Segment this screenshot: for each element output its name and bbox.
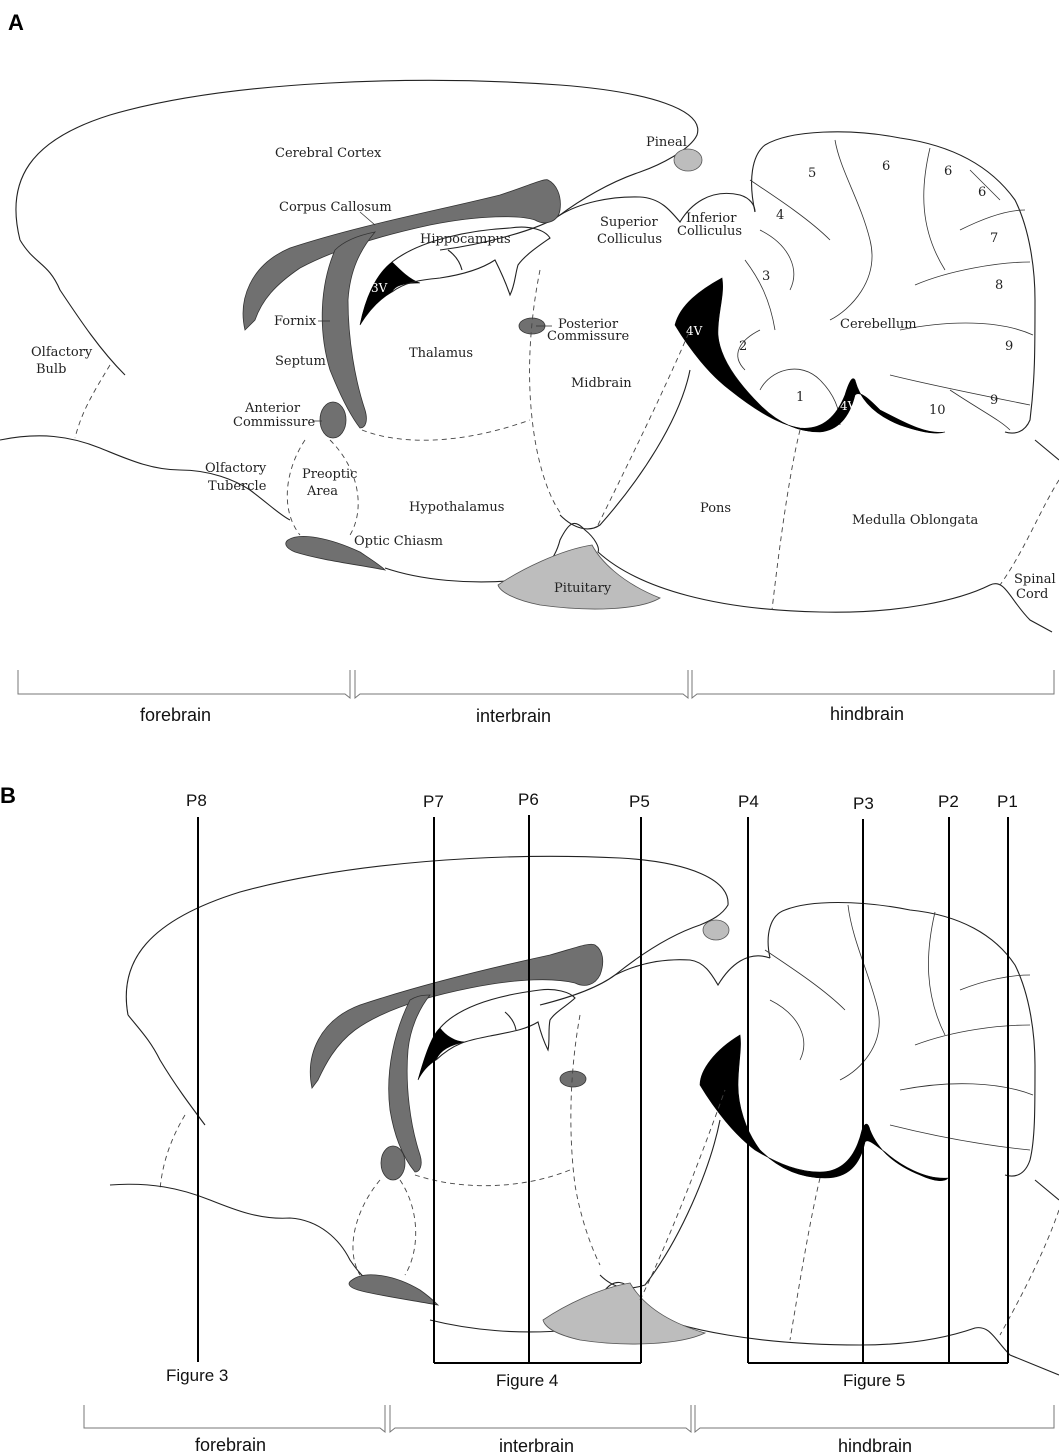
plane-label-p2: P2 (938, 792, 959, 811)
lobule-6a: 6 (882, 159, 890, 174)
region-interbrain-a: interbrain (476, 706, 551, 726)
lobule-6c: 6 (978, 185, 986, 200)
label-pineal: Pineal (646, 135, 687, 150)
plane-label-p8: P8 (186, 791, 207, 810)
label-anterior-commissure-2: Commissure (233, 415, 316, 430)
lobule-5: 5 (808, 166, 816, 181)
label-spinal-cord-2: Cord (1016, 587, 1048, 602)
lobule-3: 3 (762, 269, 770, 284)
label-inferior-colliculus-2: Colliculus (677, 224, 742, 239)
label-medulla: Medulla Oblongata (852, 513, 979, 528)
label-3v: 3V (371, 281, 388, 295)
plane-label-p4: P4 (738, 792, 759, 811)
label-olfactory-tubercle-2: Tubercle (208, 479, 267, 494)
lobule-2: 2 (739, 339, 747, 354)
label-cerebral-cortex: Cerebral Cortex (275, 146, 382, 161)
label-superior-colliculus-2: Colliculus (597, 232, 662, 247)
label-hippocampus: Hippocampus (420, 232, 511, 247)
plane-label-p6: P6 (518, 790, 539, 809)
panel-b-label: B (0, 783, 16, 808)
third-ventricle (360, 262, 420, 325)
plane-lines (198, 815, 1008, 1363)
label-fornix: Fornix (274, 314, 317, 329)
label-olfactory-bulb-1: Olfactory (31, 345, 93, 360)
ventral-outline (0, 436, 290, 520)
region-forebrain-a: forebrain (140, 705, 211, 725)
lobule-7: 7 (990, 231, 998, 246)
figure-label-4: Figure 4 (496, 1371, 558, 1390)
lobule-6b: 6 (944, 164, 952, 179)
label-4v-upper: 4V (686, 324, 703, 338)
region-hindbrain-b: hindbrain (838, 1436, 912, 1456)
panel-b-drawing (110, 856, 1059, 1375)
label-spinal-cord-1: Spinal (1014, 572, 1056, 587)
cerebellum-outline (752, 132, 1035, 433)
pineal (674, 149, 702, 171)
fourth-ventricle (675, 278, 945, 433)
label-anterior-commissure-1: Anterior (244, 401, 301, 416)
label-midbrain: Midbrain (571, 376, 632, 391)
figure-label-3: Figure 3 (166, 1366, 228, 1385)
label-hypothalamus: Hypothalamus (409, 500, 504, 515)
label-4v-lower: 4V (840, 399, 857, 413)
lobule-8: 8 (995, 278, 1003, 293)
anterior-commissure (320, 402, 346, 438)
label-optic-chiasm: Optic Chiasm (354, 534, 443, 549)
plane-label-p3: P3 (853, 794, 874, 813)
cortex-outline (16, 80, 698, 250)
panel-a-label: A (8, 10, 24, 35)
label-posterior-commissure-2: Commissure (547, 329, 630, 344)
plane-label-p1: P1 (997, 792, 1018, 811)
label-pons: Pons (700, 501, 731, 516)
label-preoptic-area-1: Preoptic (302, 467, 357, 482)
label-superior-colliculus-1: Superior (600, 215, 658, 230)
plane-label-p5: P5 (629, 792, 650, 811)
label-thalamus: Thalamus (409, 346, 473, 361)
lobule-1: 1 (796, 390, 804, 405)
label-pituitary: Pituitary (554, 581, 612, 596)
label-preoptic-area-2: Area (306, 484, 338, 499)
label-olfactory-tubercle-1: Olfactory (205, 461, 267, 476)
label-olfactory-bulb-2: Bulb (36, 362, 66, 377)
figure-label-5: Figure 5 (843, 1371, 905, 1390)
region-forebrain-b: forebrain (195, 1435, 266, 1455)
region-hindbrain-a: hindbrain (830, 704, 904, 724)
label-corpus-callosum: Corpus Callosum (279, 200, 392, 215)
lobule-10: 10 (929, 403, 946, 418)
label-cerebellum: Cerebellum (840, 317, 917, 332)
plane-label-p7: P7 (423, 792, 444, 811)
lobule-4: 4 (776, 208, 784, 223)
panel-b-brackets (84, 1405, 1054, 1432)
lobule-9a: 9 (1005, 339, 1013, 354)
panel-a-brackets (18, 670, 1054, 698)
lobule-9b: 9 (990, 393, 998, 408)
panel-a-drawing (0, 80, 1059, 632)
region-interbrain-b: interbrain (499, 1436, 574, 1456)
fornix (322, 232, 375, 428)
label-septum: Septum (275, 354, 326, 369)
